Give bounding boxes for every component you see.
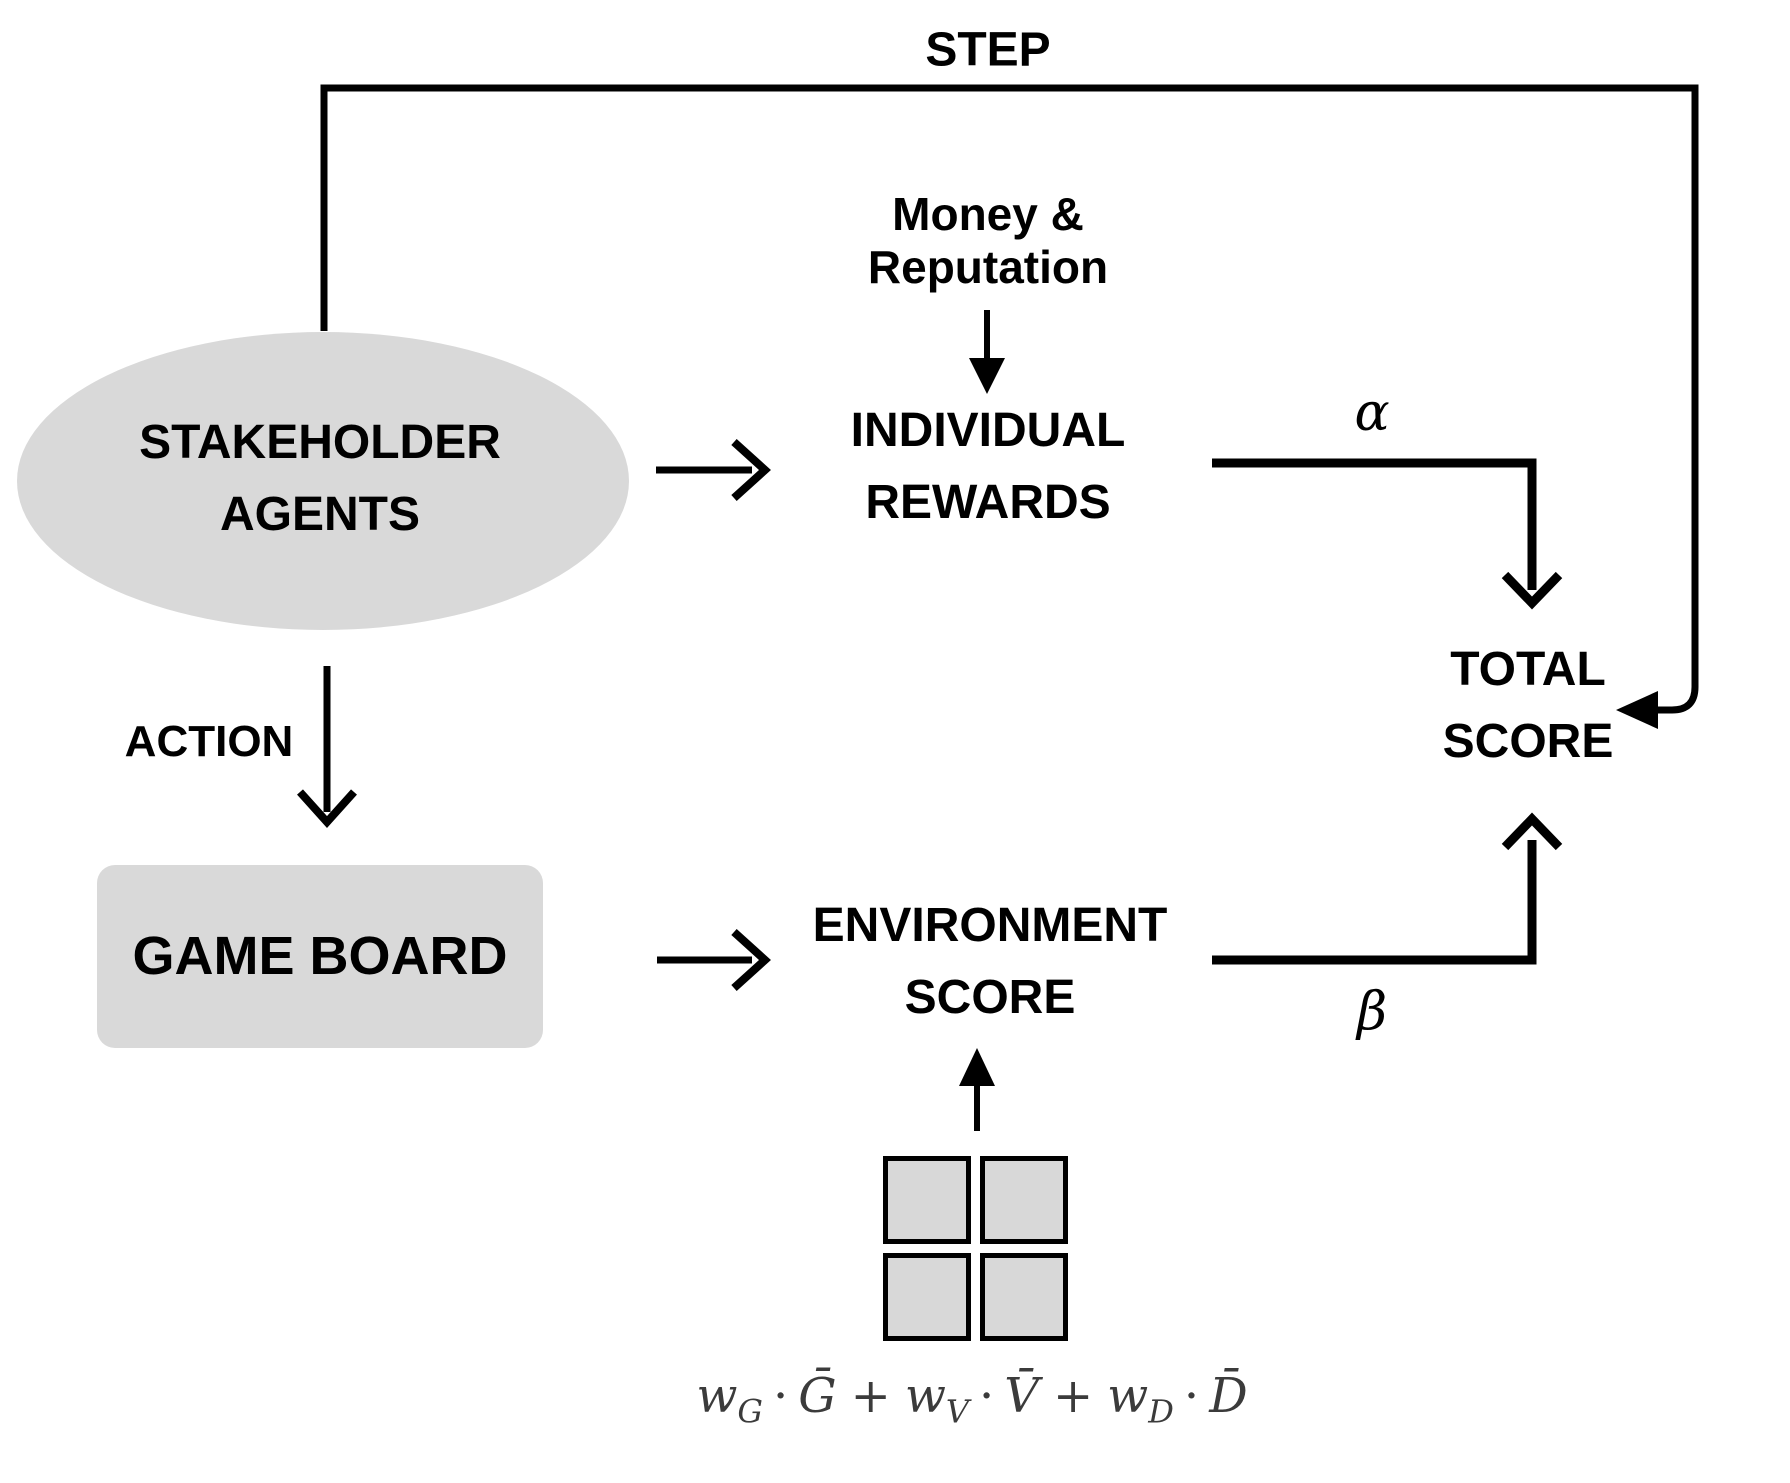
environment-score-line2: SCORE xyxy=(904,971,1076,1024)
individual-rewards-line2: REWARDS xyxy=(865,476,1111,529)
beta-arrowhead-icon xyxy=(1501,812,1563,851)
game-board-label: GAME BOARD xyxy=(132,926,508,986)
game-board-grid-icon xyxy=(883,1156,1068,1341)
stakeholder-agents-label: STAKEHOLDER AGENTS xyxy=(139,407,501,551)
step-label: STEP xyxy=(925,23,1051,77)
formula-operator: · xyxy=(1183,1368,1200,1424)
alpha-elbow-connector xyxy=(1212,458,1537,590)
node-game-board xyxy=(97,865,543,1048)
action-label: ACTION xyxy=(124,717,294,766)
formula-operator: + xyxy=(850,1368,891,1424)
formula-operator: + xyxy=(1052,1368,1094,1424)
node-stakeholder-agents xyxy=(17,332,629,630)
grid-cell xyxy=(883,1156,971,1244)
grid-cell xyxy=(883,1253,971,1341)
stakeholder-agents-line1: STAKEHOLDER xyxy=(139,416,501,469)
money-reputation-label: Money & Reputation xyxy=(868,188,1108,294)
action-arrowhead-icon xyxy=(297,789,357,828)
money-reputation-line2: Reputation xyxy=(867,241,1109,293)
formula-term: D̄ xyxy=(1209,1368,1248,1424)
environment-score-line1: ENVIRONMENT xyxy=(812,899,1168,952)
individual-rewards-line1: INDIVIDUAL xyxy=(850,404,1126,457)
step-loop-arrowhead-icon xyxy=(1616,691,1658,729)
formula-term: V̄ xyxy=(1004,1368,1039,1424)
formula-term: w xyxy=(696,1368,738,1424)
total-score-label: TOTAL SCORE xyxy=(1443,634,1614,778)
money-to-rewards-arrowhead-icon xyxy=(969,358,1005,394)
money-reputation-line1: Money & xyxy=(892,188,1084,240)
total-score-line2: SCORE xyxy=(1442,715,1614,768)
formula-term: w xyxy=(904,1368,946,1424)
step-loop-connector xyxy=(320,84,1699,714)
stakeholder-agents-line2: AGENTS xyxy=(219,488,420,541)
environment-score-label: ENVIRONMENT SCORE xyxy=(813,890,1168,1034)
alpha-arrowhead-icon xyxy=(1501,571,1563,610)
beta-weight-label: β xyxy=(1356,982,1388,1042)
alpha-weight-label: α xyxy=(1354,383,1390,443)
beta-elbow-connector xyxy=(1212,840,1537,965)
total-score-line1: TOTAL xyxy=(1450,643,1606,696)
grid-cell xyxy=(980,1156,1068,1244)
board-to-environment-arrowhead-icon xyxy=(731,929,771,991)
grid-cell xyxy=(980,1253,1068,1341)
formula-subscript: V xyxy=(945,1392,970,1431)
formula-term: w xyxy=(1107,1368,1149,1424)
formula-operator: · xyxy=(979,1368,995,1424)
stakeholder-to-rewards-arrowhead-icon xyxy=(731,439,771,501)
grid-to-environment-arrowhead-icon xyxy=(959,1048,995,1086)
formula-subscript: D xyxy=(1148,1392,1174,1431)
environment-score-formula: wG·Ḡ+wV·V̄+wD·D̄ xyxy=(696,1368,1248,1428)
formula-operator: · xyxy=(772,1368,789,1424)
formula-term: Ḡ xyxy=(798,1368,837,1424)
individual-rewards-label: INDIVIDUAL REWARDS xyxy=(851,395,1126,539)
formula-subscript: G xyxy=(737,1392,763,1431)
